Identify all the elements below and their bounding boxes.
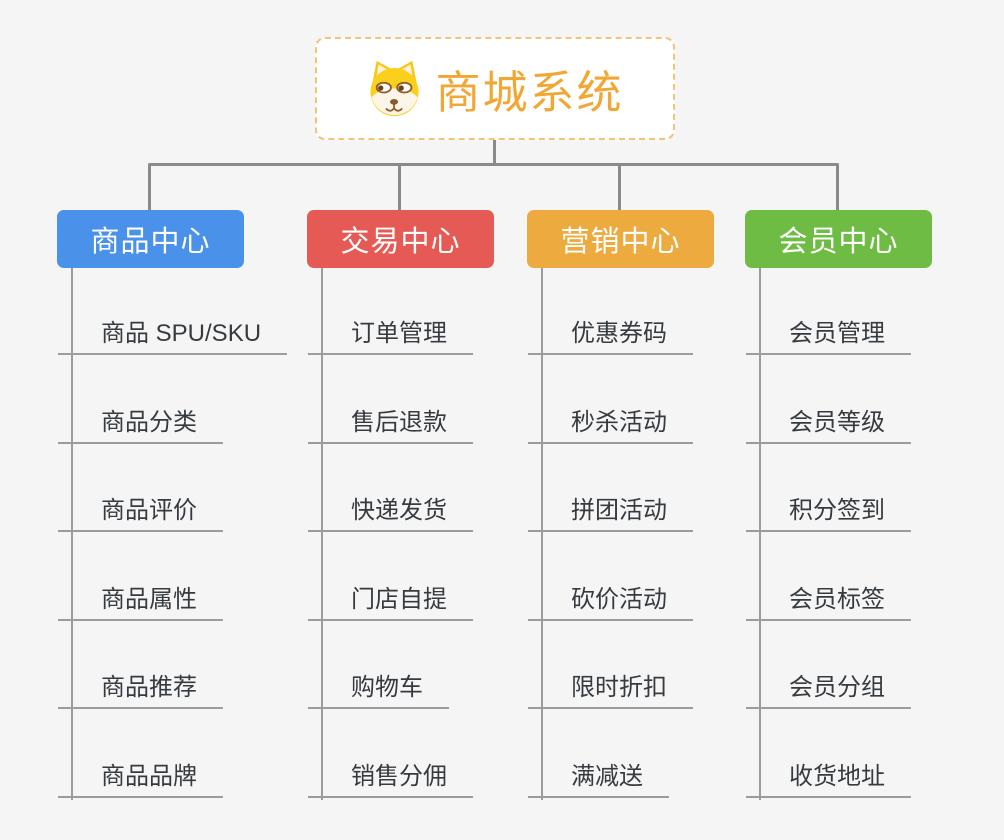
root-title: 商城系统 <box>435 67 624 118</box>
leaf-node[interactable]: 商品分类 <box>58 408 223 444</box>
shiba-dog-icon <box>370 60 420 117</box>
branch-bus-line <box>148 163 839 166</box>
leaf-node[interactable]: 会员分组 <box>746 673 911 709</box>
leaf-node[interactable]: 满减送 <box>528 762 669 798</box>
branch-node: 商品中心 商品 SPU/SKU 商品分类商品评价商品属性商品推荐商品品牌 <box>57 210 297 810</box>
leaf-node[interactable]: 会员等级 <box>746 408 911 444</box>
leaf-node[interactable]: 秒杀活动 <box>528 408 693 444</box>
leaf-node[interactable]: 商品评价 <box>58 496 223 532</box>
leaf-node[interactable]: 订单管理 <box>308 319 473 355</box>
leaf-node[interactable]: 积分签到 <box>746 496 911 532</box>
branch-header[interactable]: 会员中心 <box>745 210 932 268</box>
branch-trunk-line <box>321 268 323 800</box>
leaf-node[interactable]: 销售分佣 <box>308 762 473 798</box>
branch-drop-line <box>148 165 151 210</box>
leaf-node[interactable]: 砍价活动 <box>528 585 693 621</box>
leaf-node[interactable]: 门店自提 <box>308 585 473 621</box>
leaf-node[interactable]: 售后退款 <box>308 408 473 444</box>
branch-drop-line <box>398 165 401 210</box>
branch-label: 营销中心 <box>560 226 681 258</box>
branch-trunk-line <box>759 268 761 800</box>
leaf-node[interactable]: 商品品牌 <box>58 762 223 798</box>
leaf-node[interactable]: 商品 SPU/SKU <box>58 319 288 355</box>
branch-label: 交易中心 <box>340 226 461 258</box>
leaf-node[interactable]: 会员标签 <box>746 585 911 621</box>
leaf-node[interactable]: 拼团活动 <box>528 496 693 532</box>
leaf-node[interactable]: 商品属性 <box>58 585 223 621</box>
leaf-node[interactable]: 收货地址 <box>746 762 911 798</box>
leaf-node[interactable]: 商品推荐 <box>58 673 223 709</box>
root-stem-line <box>493 140 496 165</box>
branch-label: 商品中心 <box>90 226 211 258</box>
branch-node: 交易中心 订单管理售后退款快递发货门店自提购物车销售分佣 <box>307 210 547 810</box>
branch-node: 会员中心 会员管理会员等级积分签到会员标签会员分组收货地址 <box>745 210 985 810</box>
branch-drop-line <box>618 165 621 210</box>
branch-header[interactable]: 商品中心 <box>57 210 244 268</box>
branch-node: 营销中心 优惠券码秒杀活动拼团活动砍价活动限时折扣满减送 <box>527 210 767 810</box>
branch-label: 会员中心 <box>778 226 899 258</box>
leaf-node[interactable]: 快递发货 <box>308 496 473 532</box>
root-node[interactable]: 商城系统 <box>315 37 675 140</box>
leaf-node[interactable]: 优惠券码 <box>528 319 693 355</box>
branch-trunk-line <box>541 268 543 800</box>
branch-drop-line <box>836 165 839 210</box>
branch-header[interactable]: 营销中心 <box>527 210 714 268</box>
leaf-node[interactable]: 限时折扣 <box>528 673 693 709</box>
leaf-node[interactable]: 会员管理 <box>746 319 911 355</box>
branch-header[interactable]: 交易中心 <box>307 210 494 268</box>
branch-trunk-line <box>71 268 73 800</box>
leaf-node[interactable]: 购物车 <box>308 673 449 709</box>
